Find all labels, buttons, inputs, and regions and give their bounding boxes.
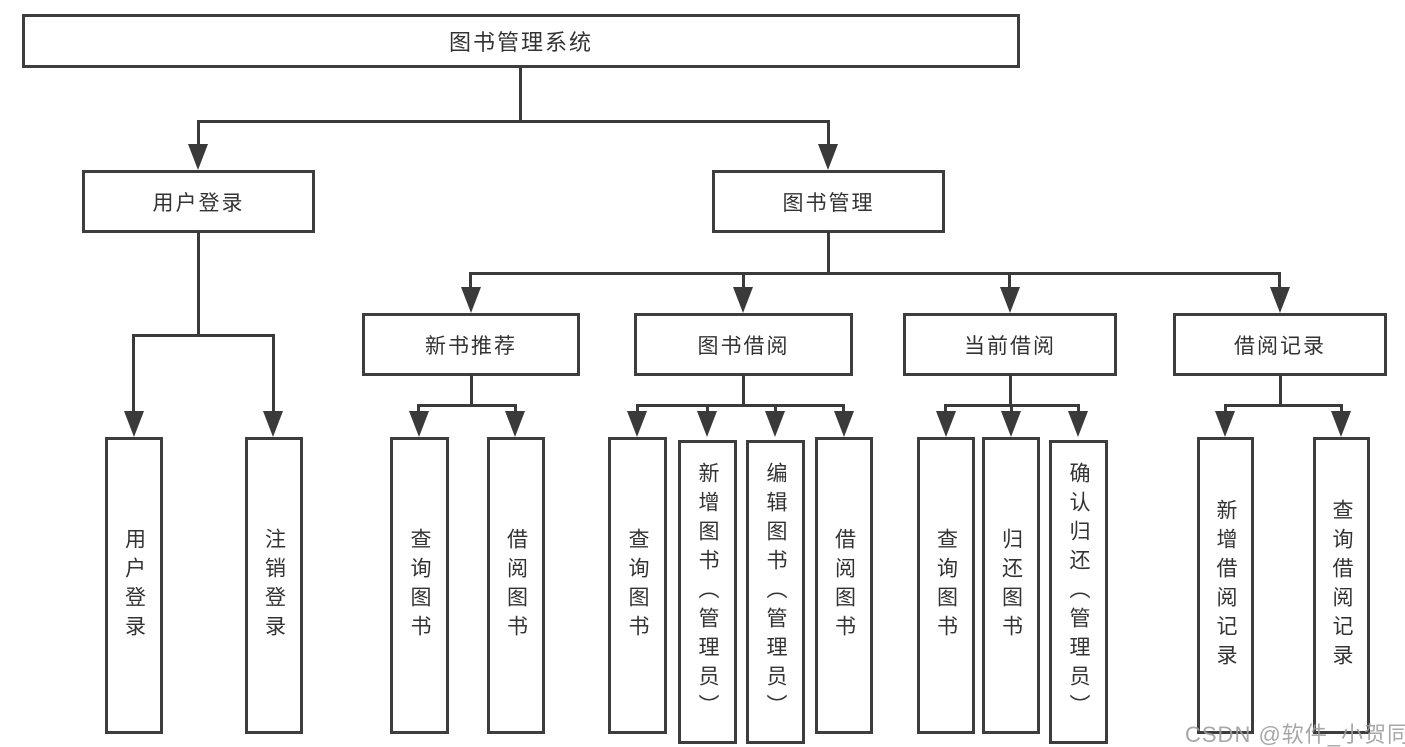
connector-bookmgmt-drop-1: [469, 272, 472, 290]
connector-borrow-drop-4: [842, 404, 845, 416]
node-current-borrow-box: 当前借阅: [903, 313, 1117, 376]
connector-bookmgmt-stem: [827, 231, 830, 275]
connector-userlogin-stem: [197, 231, 200, 337]
connector-bookmgmt-drop-2: [742, 272, 745, 290]
leaf-return-books-label: 归还图书: [999, 527, 1023, 644]
leaf-borrow-books-box: 借阅图书: [815, 437, 873, 734]
connector-recommend-stem: [470, 374, 473, 407]
connector-borrow-drop-3: [774, 404, 777, 416]
leaf-add-book-admin-label: 新增图书（管理员）: [696, 461, 720, 723]
connector-bookmgmt-split: [469, 272, 1281, 275]
connector-recommend-drop-2: [514, 404, 517, 416]
leaf-logout-label: 注销登录: [262, 527, 286, 644]
leaf-query-borrow-record-label: 查询借阅记录: [1330, 498, 1354, 673]
connector-userlogin-split: [132, 334, 275, 337]
arrow-down-icon: [1215, 411, 1235, 437]
leaf-borrow-query-books-label: 查询图书: [626, 527, 650, 644]
leaf-add-borrow-record-label: 新增借阅记录: [1214, 498, 1238, 673]
node-user-login-label: 用户登录: [152, 191, 245, 215]
connector-recommend-drop-1: [417, 404, 420, 416]
leaf-user-login-label: 用户登录: [122, 527, 146, 644]
node-new-book-recommend-label: 新书推荐: [425, 334, 517, 358]
arrow-down-icon: [1000, 287, 1020, 313]
node-book-management-label: 图书管理: [782, 191, 875, 215]
node-book-borrow-box: 图书借阅: [634, 313, 853, 376]
node-library-system-box: 图书管理系统: [22, 14, 1020, 68]
node-borrow-records-label: 借阅记录: [1234, 334, 1326, 358]
leaf-borrow-books-label: 借阅图书: [832, 527, 856, 644]
arrow-down-icon: [818, 144, 838, 170]
arrow-down-icon: [936, 411, 956, 437]
leaf-edit-book-admin-label: 编辑图书（管理员）: [764, 461, 788, 723]
connector-borrow-stem: [742, 374, 745, 407]
connector-borrow-drop-1: [636, 404, 639, 416]
leaf-logout-box: 注销登录: [245, 437, 303, 734]
leaf-confirm-return-admin-label: 确认归还（管理员）: [1067, 461, 1091, 723]
node-current-borrow-label: 当前借阅: [964, 334, 1056, 358]
arrow-down-icon: [697, 411, 717, 437]
connector-root-stem: [519, 66, 522, 123]
node-book-borrow-label: 图书借阅: [697, 334, 790, 358]
connector-records-split: [1224, 404, 1343, 407]
leaf-recommend-borrow-books-label: 借阅图书: [504, 527, 528, 644]
connector-bookmgmt-drop-4: [1278, 272, 1281, 290]
connector-records-drop-1: [1224, 404, 1227, 416]
arrow-down-icon: [263, 411, 283, 437]
connector-current-drop-2: [1010, 404, 1013, 416]
connector-root-drop-right: [827, 120, 830, 150]
leaf-query-borrow-record-box: 查询借阅记录: [1313, 437, 1370, 734]
leaf-return-books-box: 归还图书: [982, 437, 1040, 734]
arrow-down-icon: [834, 411, 854, 437]
node-borrow-records-box: 借阅记录: [1173, 313, 1387, 376]
arrow-down-icon: [409, 411, 429, 437]
node-user-login-box: 用户登录: [82, 170, 315, 233]
arrow-down-icon: [461, 287, 481, 313]
leaf-recommend-query-books-box: 查询图书: [390, 437, 449, 734]
leaf-current-query-books-box: 查询图书: [917, 437, 975, 734]
connector-userlogin-drop-left: [132, 334, 135, 414]
connector-root-split: [197, 120, 830, 123]
arrow-down-icon: [733, 287, 753, 313]
connector-records-drop-2: [1340, 404, 1343, 416]
connector-userlogin-drop-right: [272, 334, 275, 414]
leaf-recommend-borrow-books-box: 借阅图书: [487, 437, 545, 734]
arrow-down-icon: [765, 411, 785, 437]
arrow-down-icon: [505, 411, 525, 437]
leaf-borrow-query-books-box: 查询图书: [608, 437, 667, 734]
arrow-down-icon: [124, 411, 144, 437]
connector-records-stem: [1279, 374, 1282, 407]
connector-recommend-split: [417, 404, 517, 407]
arrow-down-icon: [1068, 411, 1088, 437]
arrow-down-icon: [188, 144, 208, 170]
leaf-add-book-admin-box: 新增图书（管理员）: [678, 440, 737, 744]
arrow-down-icon: [627, 411, 647, 437]
leaf-add-borrow-record-box: 新增借阅记录: [1197, 437, 1254, 734]
csdn-watermark: CSDN @软件_小贺同学: [1185, 722, 1405, 747]
connector-current-drop-1: [944, 404, 947, 416]
leaf-recommend-query-books-label: 查询图书: [408, 527, 432, 644]
connector-current-stem: [1009, 374, 1012, 407]
arrow-down-icon: [1331, 411, 1351, 437]
node-book-management-box: 图书管理: [712, 170, 945, 233]
leaf-user-login-box: 用户登录: [105, 437, 163, 734]
node-library-system-label: 图书管理系统: [448, 30, 593, 55]
arrow-down-icon: [1270, 287, 1290, 313]
leaf-confirm-return-admin-box: 确认归还（管理员）: [1049, 440, 1108, 744]
arrow-down-icon: [1001, 411, 1021, 437]
leaf-edit-book-admin-box: 编辑图书（管理员）: [746, 440, 805, 744]
connector-borrow-split: [636, 404, 845, 407]
connector-borrow-drop-2: [706, 404, 709, 416]
connector-bookmgmt-drop-3: [1008, 272, 1011, 290]
connector-current-drop-3: [1077, 404, 1080, 416]
node-new-book-recommend-box: 新书推荐: [362, 313, 580, 376]
leaf-current-query-books-label: 查询图书: [934, 527, 958, 644]
connector-root-drop-left: [197, 120, 200, 150]
